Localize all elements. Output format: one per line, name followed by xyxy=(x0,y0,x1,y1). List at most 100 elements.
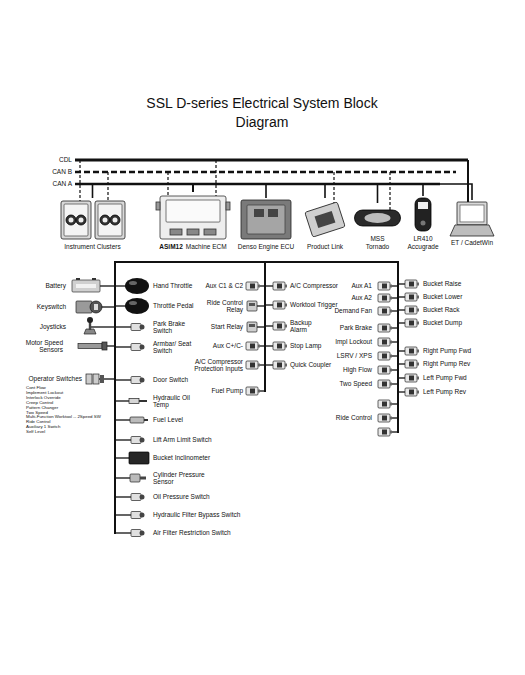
illustration-part xyxy=(69,218,74,223)
illustration-part xyxy=(156,202,160,210)
symbol-part xyxy=(378,380,390,388)
bus-connector xyxy=(193,184,423,196)
sw-symbol xyxy=(131,530,145,537)
component-label: Bucket Rack xyxy=(423,306,503,313)
component-label: Bucket Inclinometer xyxy=(153,454,253,461)
illustration-part xyxy=(66,215,76,225)
symbol-part xyxy=(144,419,148,421)
device-node: MSS Tornado xyxy=(350,203,405,250)
symbol-part xyxy=(382,326,387,331)
symbol-part xyxy=(417,363,419,366)
symbol-part xyxy=(140,345,145,350)
component-label: Motor Speed Sensors xyxy=(19,339,63,354)
bus-drop xyxy=(215,160,216,196)
symbol-part xyxy=(100,375,104,383)
component-label: Self Level xyxy=(26,430,116,435)
sw2-symbol xyxy=(130,417,148,423)
symbol-part xyxy=(247,322,257,332)
component-label: Park Brake Switch xyxy=(153,320,193,335)
device-illustration xyxy=(148,192,238,241)
component-label: Left Pump Rev xyxy=(423,388,503,395)
symbol-part xyxy=(87,317,93,323)
symbol-part xyxy=(378,307,390,315)
conn-symbol xyxy=(273,301,287,309)
symbol-part xyxy=(250,363,255,368)
symbol-part xyxy=(246,361,258,369)
illustration-part xyxy=(79,218,84,223)
symbol-part xyxy=(390,341,392,344)
conn-symbol xyxy=(246,387,260,395)
component-label: Interlock Override xyxy=(26,395,116,400)
sw-symbol xyxy=(131,494,145,501)
knob-symbol xyxy=(125,278,149,294)
illustration-part xyxy=(100,215,110,225)
symbol-part xyxy=(129,301,137,305)
symbol-part xyxy=(409,362,414,367)
symbol-part xyxy=(409,295,414,300)
device-node: LR410 Accugrade xyxy=(402,196,444,250)
conn-symbol xyxy=(405,306,419,314)
symbol-part xyxy=(405,360,417,368)
component-label: Cont Flow xyxy=(26,385,116,390)
component-label: Bucket Dump xyxy=(423,319,503,326)
illustration-part xyxy=(113,218,118,223)
harness-branch xyxy=(397,261,399,433)
conn-symbol xyxy=(378,282,392,290)
symbol-part xyxy=(382,416,387,421)
symbol-part xyxy=(86,374,92,384)
symbol-part xyxy=(417,391,419,394)
illustration-part xyxy=(187,229,199,235)
component-label: CDL xyxy=(42,156,72,163)
symbol-part xyxy=(246,342,258,350)
component-label: Operator Switches xyxy=(20,375,82,382)
component-label: Start Relay xyxy=(183,323,243,330)
device-caption: MSS Tornado xyxy=(362,235,394,250)
conn-symbol xyxy=(378,324,392,332)
illustration-part xyxy=(110,215,120,225)
illustration-part xyxy=(170,229,182,235)
illustration-part xyxy=(365,213,391,223)
illustration-part xyxy=(204,229,216,235)
component-label: Backup Alarm xyxy=(290,319,320,334)
component-label: Cylinder Pressure Sensor xyxy=(153,471,215,486)
device-node: ET / CadetWin xyxy=(443,200,501,246)
symbol-part xyxy=(285,364,287,367)
symbol-part xyxy=(129,452,149,464)
symbol-part xyxy=(378,338,390,346)
symbol-part xyxy=(382,368,387,373)
symbol-part xyxy=(382,430,387,435)
symbol-part xyxy=(140,325,145,330)
caption-block: ASiM12Machine ECM xyxy=(148,243,238,250)
stub-layer xyxy=(86,284,411,533)
symbol-part xyxy=(129,281,137,285)
conn-symbol xyxy=(273,342,287,350)
bus-drop xyxy=(467,160,469,204)
symbol-part xyxy=(72,280,100,292)
device-caption: Denso Engine ECU xyxy=(238,243,294,250)
symbol-part xyxy=(390,417,392,420)
conn-symbol xyxy=(405,280,419,288)
sens-symbol xyxy=(78,342,107,350)
illustration-part xyxy=(103,218,108,223)
symbol-part xyxy=(390,355,392,358)
component-label: Pattern Changer xyxy=(26,405,116,410)
illustration-part xyxy=(64,204,88,236)
symbol-part xyxy=(382,309,387,314)
symbol-part xyxy=(140,378,145,383)
symbol-part xyxy=(390,285,392,288)
symbol-part xyxy=(249,303,255,306)
symbol-part xyxy=(409,376,414,381)
symbol-part xyxy=(94,304,98,310)
batt-symbol xyxy=(72,278,100,292)
symbol-part xyxy=(140,513,145,518)
conn-symbol xyxy=(378,294,392,302)
symbol-part xyxy=(390,310,392,313)
component-label: Two Speed xyxy=(26,410,116,415)
component-label: Demand Fan xyxy=(312,307,372,314)
wiring-layer xyxy=(75,160,468,534)
symbol-part xyxy=(378,414,390,422)
symbol-part xyxy=(277,284,282,289)
component-label: Bucket Raise xyxy=(423,280,503,287)
symbol-part xyxy=(258,364,260,367)
component-label: Aux C+/C- xyxy=(183,342,243,349)
